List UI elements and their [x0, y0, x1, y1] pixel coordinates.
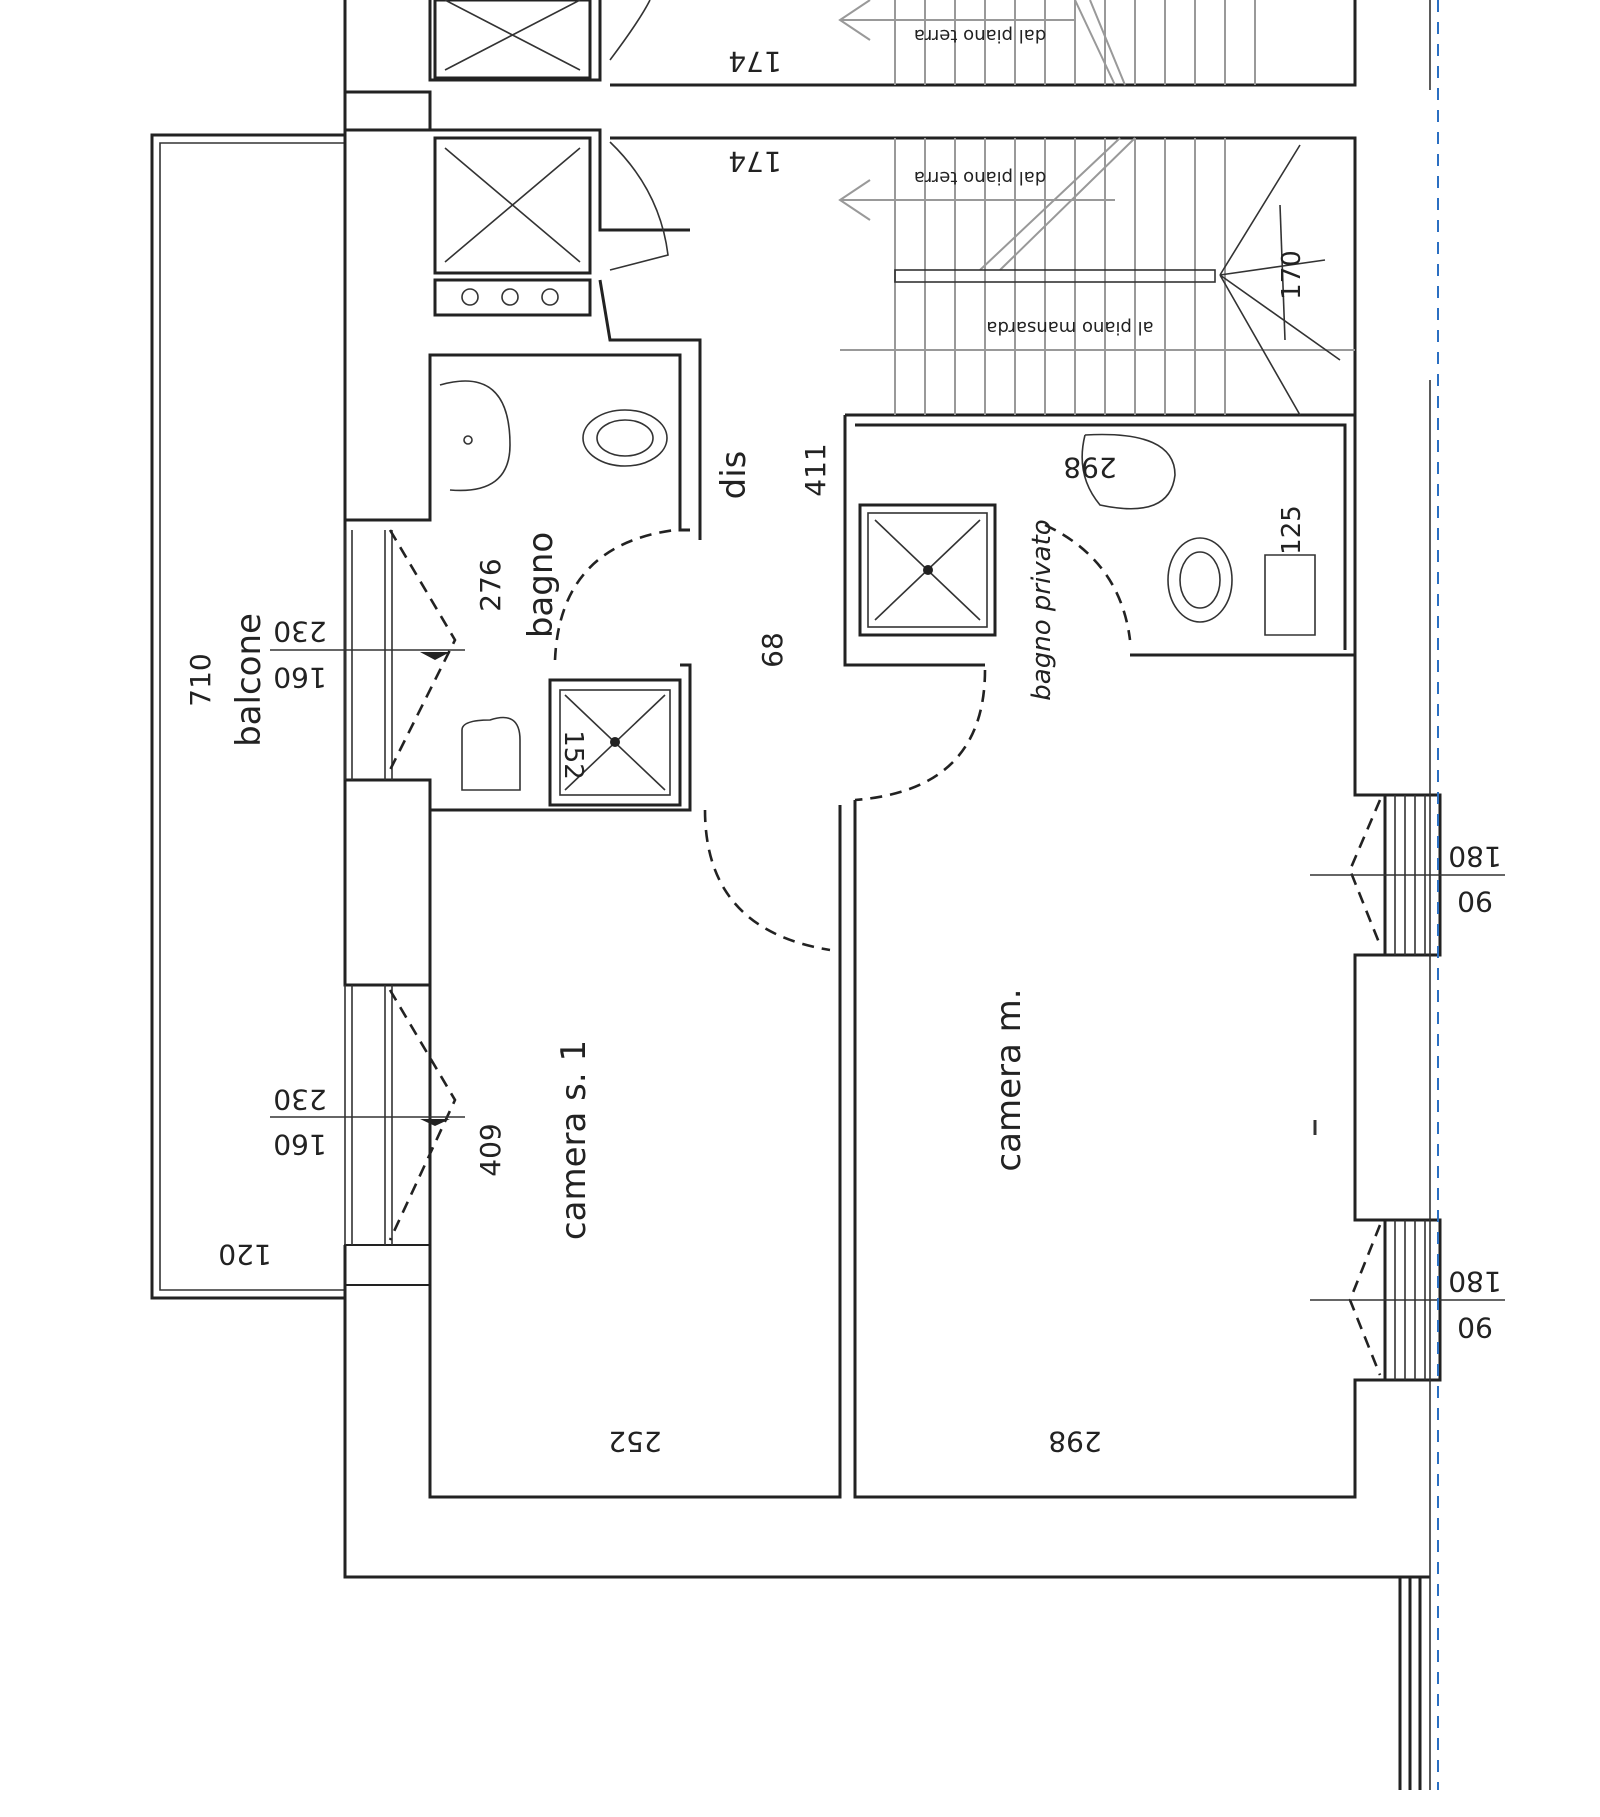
stair-label-top: dal piano terra — [914, 25, 1046, 46]
balcony-door-1 — [270, 529, 465, 771]
window-2-height: 230 — [273, 1083, 326, 1116]
dim-298-bath: 298 — [1063, 451, 1116, 484]
shower-tray-bagno — [548, 678, 682, 807]
dim-170: 170 — [1277, 250, 1307, 300]
dim-174-top: 174 — [728, 45, 781, 78]
room-label-balcone: balcone — [229, 613, 269, 747]
door-swing-service — [609, 141, 669, 271]
staircase — [838, 0, 1355, 416]
stair-label-mansarda: al piano mansarda — [986, 317, 1153, 338]
dim-120: 120 — [218, 1238, 271, 1271]
bedroom-s1 — [428, 805, 842, 1499]
door-swing-private-bath — [1044, 523, 1132, 641]
room-label-camera-m: camera m. — [989, 988, 1029, 1171]
boundary-wall-bottom — [1398, 1577, 1422, 1790]
dim-152: 152 — [558, 730, 588, 780]
window-1-height: 230 — [273, 615, 326, 648]
dim-174-mid: 174 — [728, 145, 781, 178]
window-1-width: 160 — [273, 661, 326, 694]
door-swing-bagno — [553, 528, 676, 661]
dim-252: 252 — [608, 1425, 661, 1458]
window-3-width: 90 — [1457, 885, 1493, 918]
room-label-bagno-privato: bagno privato — [1027, 519, 1057, 700]
door-swing-bagno-privato — [854, 669, 987, 802]
window-4-height: 180 — [1448, 1265, 1501, 1298]
service-box-top — [433, 0, 592, 80]
service-shaft-wall — [598, 279, 702, 540]
dim-409: 409 — [474, 1123, 507, 1176]
outer-walls — [343, 0, 1430, 1579]
bathroom — [430, 353, 692, 812]
service-box-mid — [433, 136, 592, 317]
window-2-width: 160 — [273, 1128, 326, 1161]
room-label-camera-s1: camera s. 1 — [554, 1040, 594, 1240]
dim-68: 68 — [756, 632, 789, 668]
stair-label-mid: dal piano terra — [914, 167, 1046, 188]
balcony-door-2 — [270, 989, 465, 1241]
dim-710: 710 — [184, 653, 217, 706]
window-4-width: 90 — [1457, 1311, 1493, 1344]
window-3-height: 180 — [1448, 840, 1501, 873]
dim-298-room: 298 — [1048, 1425, 1101, 1458]
bedroom-m — [853, 655, 1442, 1499]
dim-125: 125 — [1277, 505, 1307, 555]
private-bathroom — [843, 413, 1357, 667]
dim-276: 276 — [474, 558, 507, 611]
door-swing-service-top — [609, 0, 651, 61]
dim-411: 411 — [799, 443, 832, 496]
door-swing-dis — [703, 809, 831, 952]
room-label-dis: dis — [714, 451, 754, 500]
balcony-outline — [150, 133, 345, 1300]
room-label-bagno: bagno — [521, 532, 561, 638]
